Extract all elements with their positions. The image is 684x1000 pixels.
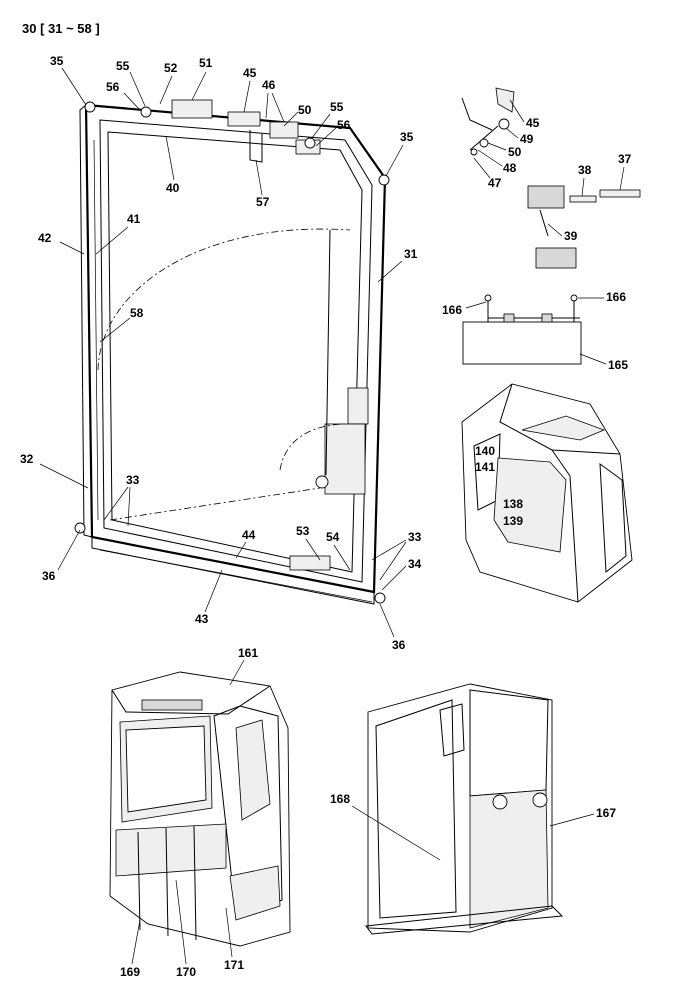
callout-43: 43 bbox=[195, 612, 209, 626]
callout-35b: 35 bbox=[400, 130, 414, 144]
callout-37: 37 bbox=[618, 152, 632, 166]
callout-57: 57 bbox=[256, 195, 270, 209]
callout-44: 44 bbox=[242, 528, 256, 542]
latch-callouts: 45 49 50 48 47 38 37 39 bbox=[473, 99, 632, 243]
cab-front-callouts: 140 141 138 139 bbox=[475, 444, 523, 528]
roof-panel bbox=[462, 294, 582, 365]
callout-140: 140 bbox=[475, 444, 495, 458]
callout-33b: 33 bbox=[408, 530, 422, 544]
callout-45b: 45 bbox=[526, 116, 540, 130]
callout-165: 165 bbox=[608, 358, 628, 372]
callout-51: 51 bbox=[199, 56, 213, 70]
callout-52: 52 bbox=[164, 61, 178, 75]
callout-50b: 50 bbox=[508, 145, 522, 159]
callout-58: 58 bbox=[130, 306, 144, 320]
callout-36: 36 bbox=[42, 569, 56, 583]
callout-171: 171 bbox=[224, 958, 244, 972]
callout-54: 54 bbox=[326, 530, 340, 544]
callout-138: 138 bbox=[503, 497, 523, 511]
panel-callouts: 166 166 165 bbox=[442, 290, 628, 372]
callout-56: 56 bbox=[106, 80, 120, 94]
callout-36b: 36 bbox=[392, 638, 406, 652]
callout-31: 31 bbox=[404, 247, 418, 261]
callout-166a: 166 bbox=[442, 303, 462, 317]
callout-169: 169 bbox=[120, 965, 140, 979]
callout-35: 35 bbox=[50, 54, 64, 68]
frame-callouts: 35 55 56 52 51 45 46 50 55 56 35 40 57 4… bbox=[20, 54, 422, 652]
callout-166b: 166 bbox=[606, 290, 626, 304]
callout-50: 50 bbox=[298, 103, 312, 117]
cab-view-front bbox=[461, 383, 633, 603]
callout-42: 42 bbox=[38, 231, 52, 245]
callout-39: 39 bbox=[564, 229, 578, 243]
callout-55: 55 bbox=[116, 59, 130, 73]
callout-33: 33 bbox=[126, 473, 140, 487]
callout-168: 168 bbox=[330, 792, 350, 806]
callout-46: 46 bbox=[262, 78, 276, 92]
callout-41: 41 bbox=[127, 212, 141, 226]
cab-view-left bbox=[109, 671, 291, 947]
callout-47: 47 bbox=[488, 176, 502, 190]
callout-34: 34 bbox=[408, 557, 422, 571]
diagram-header: 30 [ 31 ~ 58 ] bbox=[22, 21, 100, 36]
callout-49: 49 bbox=[520, 132, 534, 146]
callout-45: 45 bbox=[243, 66, 257, 80]
callout-161: 161 bbox=[238, 646, 258, 660]
cab-rear-callouts: 168 167 bbox=[330, 792, 616, 861]
callout-38: 38 bbox=[578, 163, 592, 177]
cab-left-callouts: 161 169 170 171 bbox=[120, 646, 258, 979]
front-window-frame bbox=[74, 99, 390, 605]
callout-40: 40 bbox=[166, 181, 180, 195]
callout-53: 53 bbox=[296, 524, 310, 538]
callout-32: 32 bbox=[20, 452, 34, 466]
cab-view-rear bbox=[365, 683, 564, 935]
callout-56b: 56 bbox=[337, 118, 351, 132]
callout-170: 170 bbox=[176, 965, 196, 979]
callout-139: 139 bbox=[503, 514, 523, 528]
latch-parts bbox=[461, 87, 641, 269]
callout-55b: 55 bbox=[330, 100, 344, 114]
callout-48: 48 bbox=[503, 161, 517, 175]
callout-167: 167 bbox=[596, 806, 616, 820]
callout-141: 141 bbox=[475, 460, 495, 474]
